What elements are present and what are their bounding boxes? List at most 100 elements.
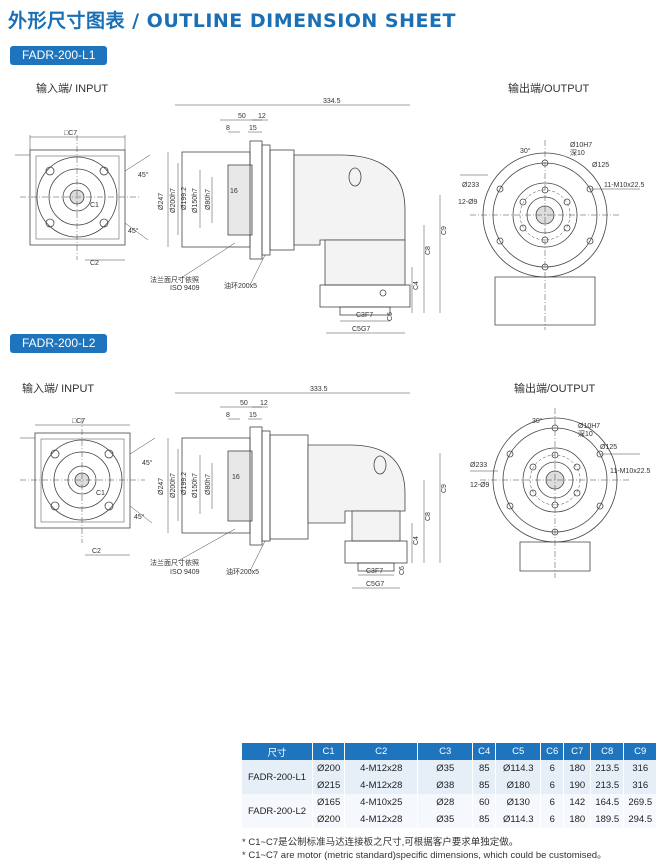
cell: Ø35 — [417, 811, 474, 828]
dim-8: 8 — [226, 125, 230, 132]
out-depth: 深10 — [570, 148, 585, 157]
cell: Ø38 — [417, 777, 474, 794]
output-view-l1 — [460, 140, 640, 330]
cell: Ø180 — [495, 777, 542, 794]
dim-199: Ø199.2 — [181, 472, 188, 495]
out-angle: 30° — [532, 417, 543, 425]
dim-15: 15 — [249, 412, 257, 419]
cell: 189.5 — [590, 811, 625, 828]
out-angle: 30° — [520, 147, 531, 155]
drawing-l1: 334.5 50 12 8 15 □C7 C2 C1 45° 45° Ø247 … — [15, 98, 644, 334]
out-d125: Ø125 — [600, 444, 617, 451]
dim-c5: C5G7 — [352, 326, 370, 333]
cell: 269.5 — [623, 794, 658, 811]
cell: 4-M10x25 — [344, 794, 419, 811]
col-c2: C2 — [344, 743, 419, 760]
col-c1: C1 — [312, 743, 346, 760]
dim-c2: C2 — [90, 260, 99, 267]
dim-c4: C4 — [413, 536, 420, 545]
dim-247: Ø247 — [158, 478, 165, 495]
footnotes: * C1~C7是公制标准马达连接板之尺寸,可根据客户要求单独定做。 * C1~C… — [242, 836, 607, 862]
dim-c8: C8 — [425, 246, 432, 255]
input-label-l2: 输入端/ INPUT — [22, 383, 95, 395]
note-en: * C1~C7 are motor (metric standard)speci… — [242, 850, 607, 861]
side-view-l2 — [167, 392, 441, 589]
drawing-l2: 333.5 50 12 8 15 □C7 C2 C1 45° 45° Ø247 … — [20, 386, 650, 589]
table-row: Ø200 4-M12x28 Ø35 85 Ø114.3 6 180 189.5 … — [242, 811, 658, 828]
dim-50: 50 — [238, 113, 246, 120]
cell: 316 — [623, 760, 658, 777]
dim-angle-45a: 45° — [142, 459, 153, 467]
table-row: Ø215 4-M12x28 Ø38 85 Ø180 6 190 213.5 31… — [242, 777, 658, 794]
spec-table: 尺寸 C1 C2 C3 C4 C5 C6 C7 C8 C9 FADR-200-L… — [242, 743, 658, 828]
out-d125: Ø125 — [592, 162, 609, 169]
input-view-l1 — [15, 135, 151, 261]
oil-ring: 油环200x5 — [224, 281, 257, 290]
output-view-l2 — [470, 408, 640, 578]
col-c8: C8 — [590, 743, 625, 760]
cell: 142 — [563, 794, 592, 811]
dim-12: 12 — [258, 113, 266, 120]
cell: 85 — [472, 760, 497, 777]
dim-c3: C3F7 — [356, 312, 373, 319]
dim-c3: C3F7 — [366, 568, 383, 575]
side-view-l1 — [167, 104, 441, 334]
cell: Ø35 — [417, 760, 474, 777]
cell: 4-M12x28 — [344, 777, 419, 794]
col-c6: C6 — [540, 743, 565, 760]
cell: 180 — [563, 760, 592, 777]
out-d233: Ø233 — [462, 182, 479, 189]
cell: 85 — [472, 811, 497, 828]
output-label-l2: 输出端/OUTPUT — [514, 383, 596, 395]
col-c7: C7 — [563, 743, 592, 760]
flange-note-2: ISO 9409 — [170, 285, 200, 292]
dim-15: 15 — [249, 125, 257, 132]
out-thread: 11-M10x22.5 — [610, 468, 650, 475]
model-cell: FADR-200-L1 — [242, 760, 313, 794]
dim-overall: 334.5 — [323, 98, 341, 105]
cell: 6 — [540, 760, 565, 777]
input-label-l1: 输入端/ INPUT — [36, 83, 109, 95]
dim-c4: C4 — [413, 281, 420, 290]
cell: 6 — [540, 794, 565, 811]
cell: Ø130 — [495, 794, 542, 811]
dim-200h7: Ø200h7 — [170, 188, 177, 213]
cell: 180 — [563, 811, 592, 828]
dim-overall: 333.5 — [310, 386, 328, 393]
model-tag-l1: FADR-200-L1 — [10, 46, 108, 65]
cell: 316 — [623, 777, 658, 794]
out-d10: Ø10H7 — [578, 423, 600, 430]
dim-80h7: Ø80h7 — [205, 189, 212, 210]
out-thread: 11-M10x22.5 — [604, 182, 644, 189]
note-cn: * C1~C7是公制标准马达连接板之尺寸,可根据客户要求单独定做。 — [242, 837, 519, 848]
col-c3: C3 — [417, 743, 474, 760]
cell: 4-M12x28 — [344, 811, 419, 828]
cell: 6 — [540, 811, 565, 828]
table-row: FADR-200-L2 Ø165 4-M10x25 Ø28 60 Ø130 6 … — [242, 794, 658, 828]
model-cell: FADR-200-L2 — [242, 794, 313, 828]
dim-16: 16 — [230, 188, 238, 195]
dim-angle-45a: 45° — [138, 171, 149, 179]
dim-150h7: Ø150h7 — [192, 473, 199, 498]
oil-ring: 油环200x5 — [226, 567, 259, 576]
cell: 60 — [472, 794, 497, 811]
col-c9: C9 — [623, 743, 658, 760]
col-size: 尺寸 — [242, 743, 313, 760]
page-title: 外形尺寸图表 / OUTLINE DIMENSION SHEET — [8, 10, 456, 32]
model-tag-l2: FADR-200-L2 — [10, 334, 108, 353]
cell: Ø114.3 — [495, 760, 542, 777]
dim-angle-45b: 45° — [128, 227, 139, 235]
table-row: FADR-200-L1 Ø200 4-M12x28 Ø35 85 Ø114.3 … — [242, 760, 658, 794]
dim-sq-c7: □C7 — [64, 130, 77, 137]
dim-16: 16 — [232, 474, 240, 481]
dim-c9: C9 — [441, 226, 448, 235]
cell: Ø200 — [312, 760, 346, 777]
cell: 213.5 — [590, 760, 625, 777]
dim-12: 12 — [260, 400, 268, 407]
cell: 6 — [540, 777, 565, 794]
dim-c5: C5G7 — [366, 581, 384, 588]
dim-c6: C6 — [399, 566, 406, 575]
col-c5: C5 — [495, 743, 542, 760]
dim-80h7: Ø80h7 — [205, 474, 212, 495]
out-d10: Ø10H7 — [570, 142, 592, 149]
